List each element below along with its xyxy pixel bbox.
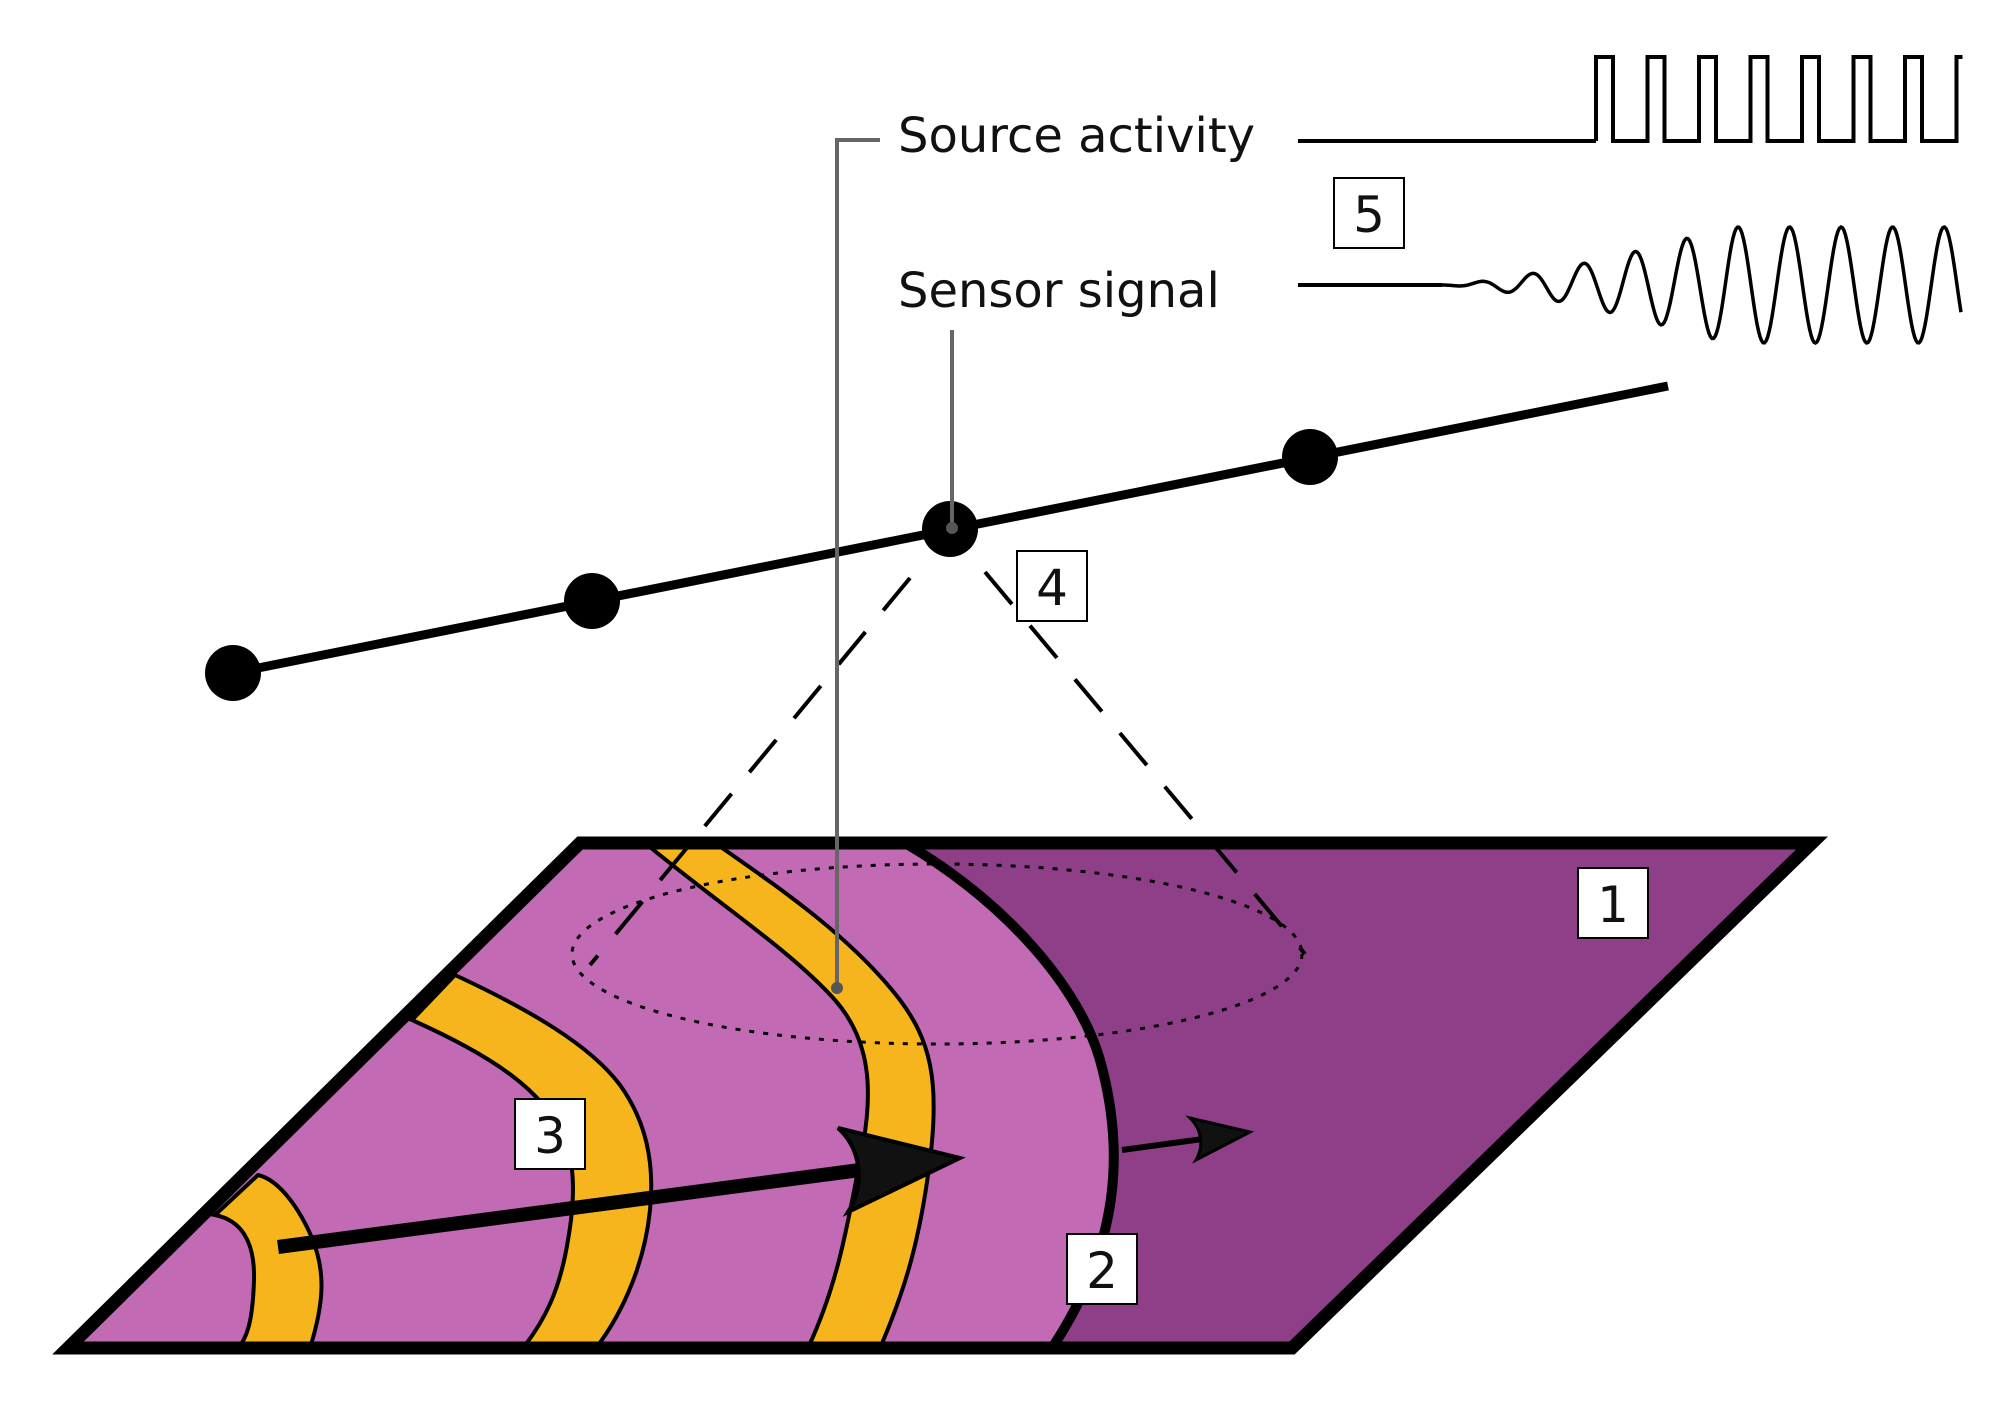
marker-2-label: 2 [1086, 1242, 1118, 1300]
marker-4-label: 4 [1036, 559, 1068, 617]
tissue-plate-outline [52, 836, 1829, 1355]
electrode-4 [1282, 429, 1338, 485]
marker-3-label: 3 [534, 1107, 566, 1165]
propagation-arrows [277, 1115, 1255, 1254]
field-of-view-right [983, 570, 1307, 956]
wavefront-band-3 [639, 843, 936, 1348]
electrode-2 [564, 573, 620, 629]
signal-traces [1298, 55, 1963, 346]
sensor-signal-label: Sensor signal [898, 263, 1220, 319]
marker-5-label: 5 [1353, 186, 1385, 244]
sensor-signal-leader-dot [946, 522, 958, 534]
source-activity-leader-dot [831, 982, 843, 994]
marker-1-label: 1 [1597, 876, 1629, 934]
front-direction-arrow-shaft [1121, 1135, 1211, 1153]
field-of-view-left [588, 576, 912, 967]
source-activity-label: Source activity [898, 108, 1255, 164]
source-activity-pulse-train [1594, 55, 1963, 143]
front-direction-arrow-head [1185, 1115, 1255, 1164]
marker-box-4: 4 [1016, 550, 1088, 622]
marker-box-3: 3 [514, 1098, 586, 1170]
electrode-1 [205, 645, 261, 701]
conduction-velocity-arrow-head [836, 1126, 966, 1217]
leader-lines [831, 138, 958, 994]
source-activity-leader [835, 138, 880, 988]
electrode-catheter [205, 381, 1669, 701]
marker-box-5: 5 [1333, 177, 1405, 249]
conduction-velocity-arrow-shaft [277, 1163, 861, 1254]
sensor-signal-waveform [1442, 224, 1963, 346]
field-of-view-lines [588, 570, 1307, 967]
marker-box-1: 1 [1577, 867, 1649, 939]
marker-box-2: 2 [1066, 1233, 1138, 1305]
sensing-area-ellipse [570, 862, 1304, 1046]
